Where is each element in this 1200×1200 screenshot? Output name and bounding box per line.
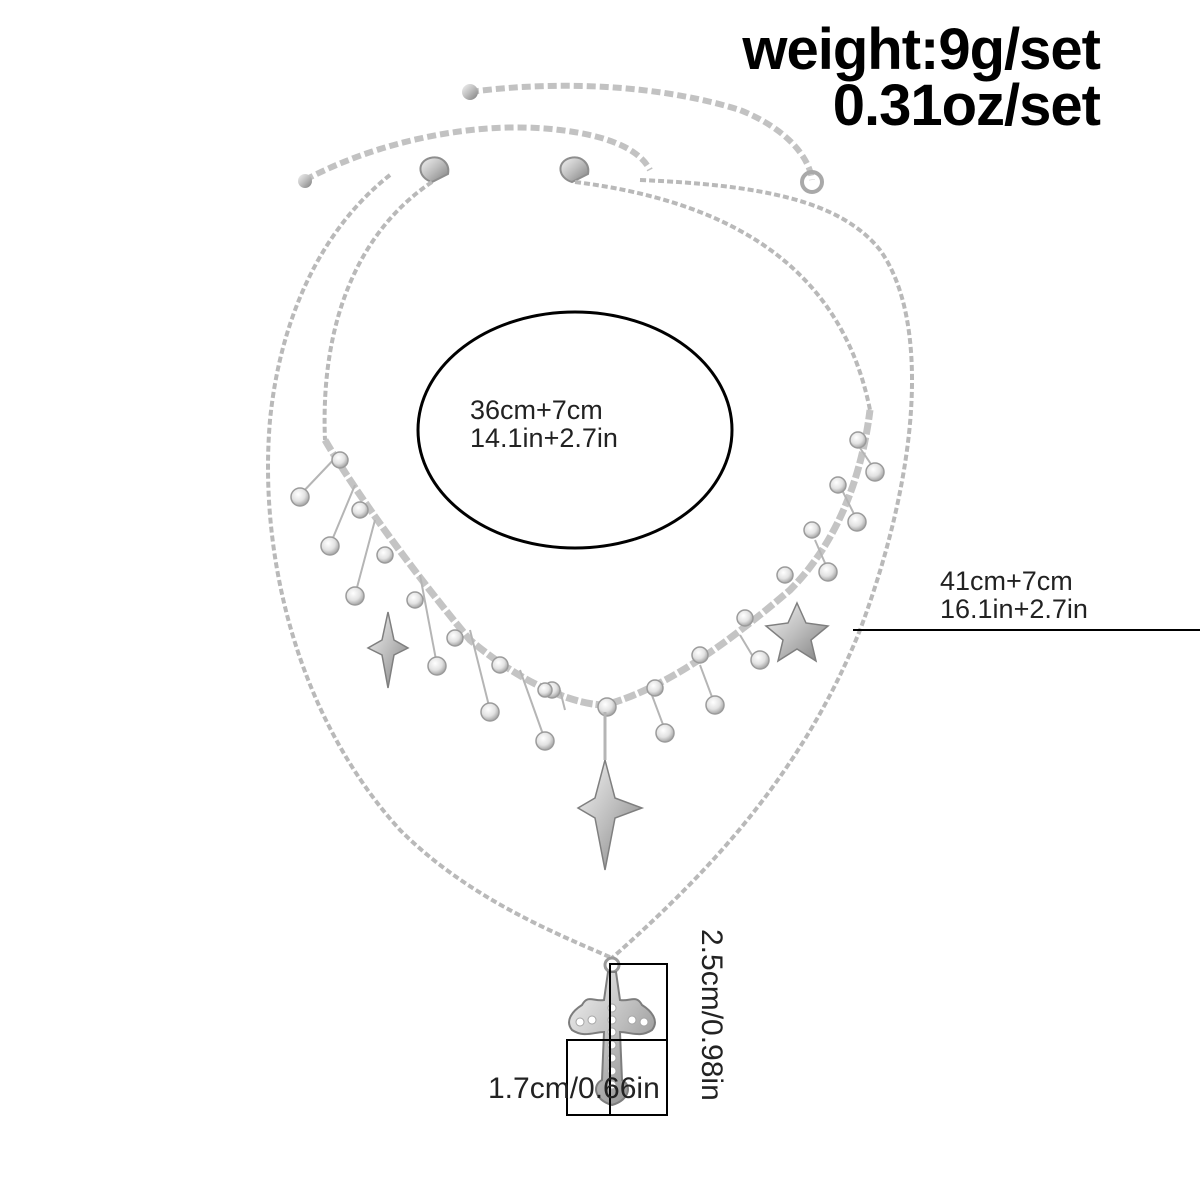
inner-extender — [303, 124, 653, 183]
sparkle-charm-left — [366, 611, 410, 689]
outer-necklace-size: 41cm+7cm 16.1in+2.7in — [940, 567, 1088, 623]
weight-grams: weight:9g/set — [742, 17, 1101, 82]
dangling-rhinestones — [299, 444, 876, 741]
pendant-height-label: 2.5cm/0.98in — [695, 929, 728, 1101]
outer-chain — [610, 178, 915, 960]
inner-size-ellipse — [416, 310, 734, 550]
pendant-height-bracket — [609, 963, 668, 1116]
extender-ring — [800, 170, 824, 194]
inner-necklace-size: 36cm+7cm 14.1in+2.7in — [470, 396, 618, 452]
extender-end-bead — [462, 84, 478, 100]
star-charm-right — [764, 601, 830, 663]
pendant-width-label: 1.7cm/0.66in — [488, 1072, 660, 1105]
outer-extender — [469, 82, 815, 181]
rhinestone-strand — [321, 409, 874, 709]
inner-chain — [574, 180, 872, 411]
outer-chain-left — [266, 173, 613, 960]
outer-size-in: 16.1in+2.7in — [940, 594, 1088, 624]
weight-ounces: 0.31oz/set — [832, 73, 1101, 138]
sparkle-charm-center — [576, 757, 645, 871]
weight-label: weight:9g/set 0.31oz/set — [742, 17, 1101, 138]
rhinestone-gems — [290, 431, 885, 751]
inner-size-cm: 36cm+7cm — [470, 395, 603, 425]
cross-pendant — [568, 956, 656, 1107]
outer-size-cm: 41cm+7cm — [940, 566, 1073, 596]
clasp — [419, 156, 450, 184]
inner-size-in: 14.1in+2.7in — [470, 423, 618, 453]
